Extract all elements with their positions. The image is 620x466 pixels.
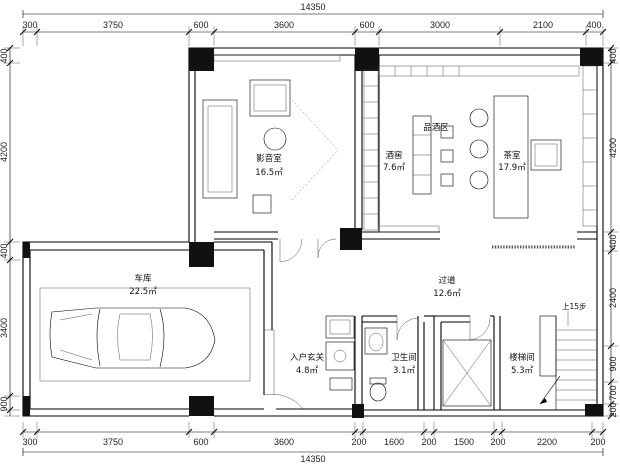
dim-left-4: 900: [0, 396, 9, 411]
elevator-shaft: [442, 339, 492, 407]
dim-left-0: 400: [0, 48, 9, 63]
dim-bottom-9: 2200: [537, 437, 557, 447]
structural-columns: [23, 48, 603, 418]
entry-fixtures: [325, 315, 355, 391]
room-area-garage: 22.5㎡: [129, 287, 157, 297]
top-dimension-chain: 14350 300 3750 600 3600 600 3000 2100 40…: [19, 2, 607, 46]
room-name-garage: 车库: [134, 273, 152, 284]
dim-top-6: 2100: [533, 20, 553, 30]
dim-left-1: 4200: [0, 142, 9, 162]
dim-top-5: 3000: [430, 20, 450, 30]
room-name-entry: 入户玄关: [290, 352, 325, 363]
dim-bottom-5: 1600: [384, 437, 404, 447]
stair-note: 上15步: [562, 302, 587, 311]
dim-bottom-0: 300: [22, 437, 37, 447]
door-swings: [263, 238, 491, 411]
column-2: [355, 48, 379, 71]
walls: [22, 47, 604, 417]
dim-top-2: 600: [193, 20, 208, 30]
dim-bottom-10: 200: [590, 437, 605, 447]
dim-bottom-3: 3600: [274, 437, 294, 447]
total-dim-bottom: 14350: [300, 454, 325, 464]
column-6: [189, 396, 214, 416]
room-area-entry: 4.8㎡: [296, 366, 319, 376]
room-area-media: 16.5㎡: [255, 168, 283, 178]
car-outline: [39, 287, 251, 382]
dim-bottom-4: 200: [351, 437, 366, 447]
room-labels: 影音室 16.5㎡ 酒窖 7.6㎡ 品酒区 茶室 17.9㎡ 车库 22.5㎡ …: [129, 123, 587, 376]
room-area-wine-cellar: 7.6㎡: [383, 163, 406, 173]
column-4: [189, 242, 214, 267]
dim-left-2: 400: [0, 243, 9, 258]
dim-bottom-2: 600: [193, 437, 208, 447]
dim-top-0: 300: [22, 20, 37, 30]
staircase: [539, 311, 597, 410]
column-1: [189, 48, 214, 71]
wine-tea-furniture: [363, 65, 598, 249]
dim-right-3: 2400: [608, 288, 618, 308]
dim-bottom-7: 1500: [454, 437, 474, 447]
room-name-tea: 茶室: [503, 150, 521, 161]
room-area-stairwell: 5.3㎡: [511, 366, 534, 376]
column-9: [23, 396, 30, 416]
dim-right-2: 400: [608, 234, 618, 249]
right-dimension-chain: 400 4200 400 2400 900 700 200: [604, 44, 618, 420]
media-room-furniture: [202, 54, 341, 214]
room-name-wine-cellar: 酒窖: [385, 150, 402, 161]
column-8: [585, 404, 603, 416]
dim-top-4: 600: [359, 20, 374, 30]
room-area-corridor: 12.6㎡: [433, 289, 461, 299]
dim-right-5: 700: [608, 385, 618, 400]
room-name-media: 影音室: [256, 153, 282, 164]
left-dimension-chain: 400 4200 400 3400 900: [0, 44, 20, 417]
room-name-stairwell: 楼梯间: [509, 352, 535, 363]
dim-top-3: 3600: [274, 20, 294, 30]
room-area-tea: 17.9㎡: [498, 163, 526, 173]
dim-right-0: 400: [608, 48, 618, 63]
dim-right-4: 900: [608, 356, 618, 371]
total-dim-top: 14350: [300, 2, 325, 12]
dim-right-1: 4200: [608, 138, 618, 158]
dim-bottom-1: 3750: [103, 437, 123, 447]
dim-bottom-6: 200: [421, 437, 436, 447]
room-name-corridor: 过道: [438, 275, 456, 286]
bottom-dimension-chain: 300 3750 600 3600 200 1600 200 1500 200 …: [19, 422, 607, 464]
dim-top-7: 400: [586, 20, 601, 30]
dim-left-3: 3400: [0, 318, 9, 338]
room-area-bathroom: 3.1㎡: [393, 366, 416, 376]
column-3: [580, 48, 603, 66]
dim-bottom-8: 200: [490, 437, 505, 447]
dim-right-6: 200: [608, 402, 618, 417]
dim-top-1: 3750: [103, 20, 123, 30]
bathroom-fixtures: [364, 327, 388, 402]
room-name-bathroom: 卫生间: [391, 352, 417, 363]
column-7: [352, 404, 364, 418]
room-name-tasting: 品酒区: [423, 123, 449, 133]
column-5: [340, 228, 362, 250]
column-10: [23, 242, 30, 258]
